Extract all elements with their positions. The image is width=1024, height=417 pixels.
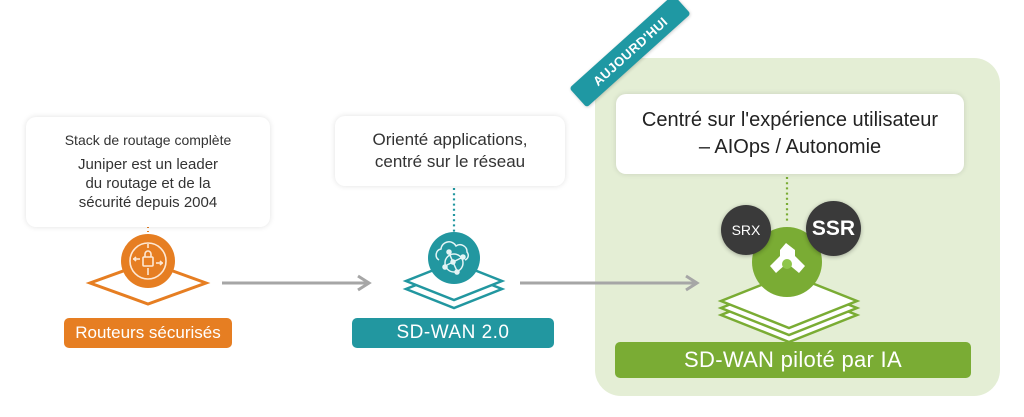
stage-2-card-body: Orienté applications, centré sur le rése… [372,130,528,171]
secure-router-lock-icon [129,242,167,280]
router-circle [121,234,175,288]
platform-diamond-icon [717,272,861,330]
stage-2-card: Orienté applications, centré sur le rése… [335,116,565,186]
sdwan-circle [428,232,480,284]
stage-1-card-body: Juniper est un leader du routage et de l… [77,156,219,211]
srx-bubble: SRX [721,205,771,255]
stage-3-card-body: Centré sur l'expérience utilisateur – AI… [641,109,939,158]
stage-3-card: Centré sur l'expérience utilisateur – AI… [616,94,964,174]
cloud-network-icon [435,241,469,275]
arrow-1 [222,274,372,292]
arrow-2 [520,274,700,292]
stage-1-card-title: Stack de routage complète [64,132,232,148]
stage-3-label: SD-WAN piloté par IA [615,342,971,378]
stage-2-label: SD-WAN 2.0 [352,318,554,348]
ai-sdwan-node [717,177,861,344]
sdwan2-node [402,188,506,310]
ssr-bubble: SSR [806,201,861,256]
stage-1-label: Routeurs sécurisés [64,318,232,348]
ai-routing-node-icon [770,243,805,273]
stage-1-card: Stack de routage complète Juniper est un… [26,117,270,227]
secure-router-node [85,226,211,306]
